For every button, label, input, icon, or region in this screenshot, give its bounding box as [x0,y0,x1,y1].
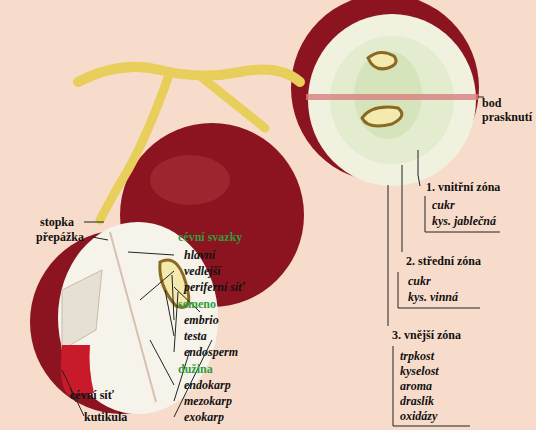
zone-bracket [402,165,403,252]
part-label: cévní síť [70,388,114,402]
part-label: kys. jablečná [432,214,496,228]
part-label: draslík [400,394,434,408]
part-label: hlavní [184,248,215,262]
part-label: trpkost [400,349,434,363]
skin-flap [61,345,94,395]
septum [62,270,102,350]
part-label: přepážka [36,230,84,244]
zone-bracket [398,272,480,308]
vascular-bundle [110,232,156,402]
part-label: kys. vinná [408,290,458,304]
stem [200,76,265,128]
zone-bracket [425,196,500,232]
part-label: endokarp [184,378,231,392]
crack-band [306,94,478,100]
part-label: bod prasknutí [482,96,532,124]
zone-bracket [393,346,470,426]
part-label: stopka [40,215,74,229]
part-label: exokarp [184,410,224,424]
part-label: cukr [408,274,431,288]
part-label: kyselost [400,364,439,378]
seed [362,107,402,126]
part-label: 1. vnitřní zóna [426,180,500,194]
stem [100,72,170,220]
zone-bracket [418,150,420,186]
part-label: vedlejší [184,264,221,278]
seed [368,52,396,68]
part-label: embrio [184,313,219,327]
part-label: endosperm [184,345,238,359]
grape-highlight [150,155,230,205]
group-label: dužina [178,362,213,376]
part-label: cukr [432,198,455,212]
part-label: mezokarp [184,394,232,408]
part-label: 2. střední zóna [406,254,481,268]
part-label: aroma [400,379,432,393]
part-label: oxidázy [400,409,437,423]
part-label: kutikula [84,410,127,424]
zone-bracket [388,185,389,326]
stem [78,67,300,82]
part-label: testa [184,329,207,343]
group-label: semeno [178,297,216,311]
part-label: 3. vnější zóna [392,328,461,342]
part-label: periferní síť [184,280,245,294]
group-label: cévní svazky [178,230,242,244]
